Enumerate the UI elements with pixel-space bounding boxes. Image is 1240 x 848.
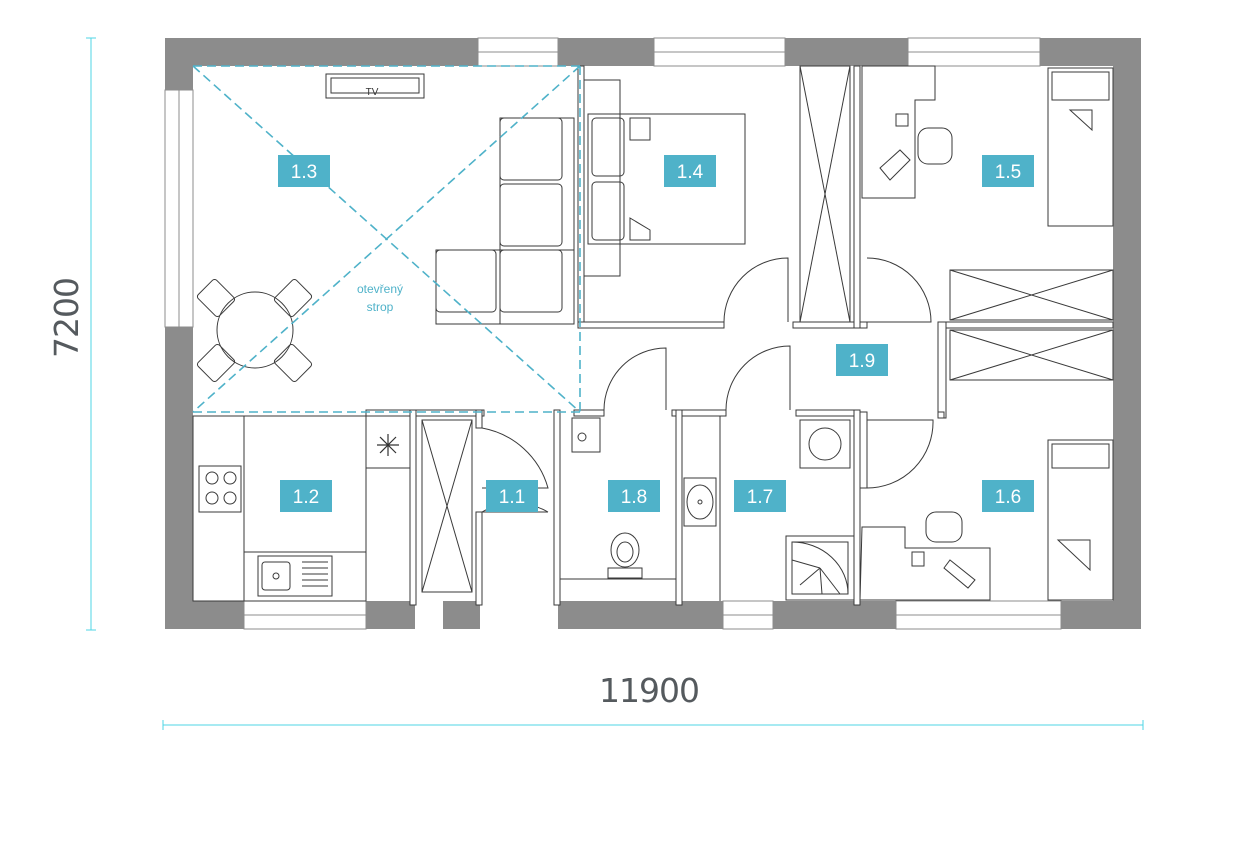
wardrobe-icon: [949, 269, 1114, 381]
svg-text:1.8: 1.8: [621, 487, 647, 508]
height-dimension: [86, 37, 96, 631]
bed-icon: [583, 79, 746, 277]
svg-text:1.5: 1.5: [995, 162, 1021, 183]
open-ceiling-note-line2: strop: [367, 300, 394, 314]
dining-table-icon: [196, 278, 313, 383]
bed-icon: [1047, 439, 1114, 601]
cooktop-icon: [198, 465, 242, 513]
snowflake-icon: [377, 434, 399, 456]
spiral-stair-icon: [785, 535, 855, 601]
windows: [164, 37, 1062, 630]
open-ceiling-note-line1: otevřený: [357, 282, 403, 296]
room-label-1-1: 1.1: [486, 480, 538, 512]
width-dimension-label: 11900: [599, 671, 699, 710]
room-label-1-7: 1.7: [734, 480, 786, 512]
room-label-1-2: 1.2: [280, 480, 332, 512]
outer-walls: [165, 38, 1141, 629]
kitchen-counter: [192, 415, 411, 602]
washing-machine-icon: [799, 419, 851, 469]
tv-label: TV: [366, 87, 379, 98]
svg-text:1.2: 1.2: [293, 487, 319, 508]
sofa-icon: [435, 117, 575, 325]
width-dimension: [162, 720, 1144, 730]
svg-text:1.1: 1.1: [499, 487, 525, 508]
inner-walls: [365, 65, 1114, 606]
wardrobe-icon: [421, 419, 473, 593]
washbasin-icon: [571, 417, 601, 453]
sink-icon: [257, 555, 333, 597]
room-label-1-8: 1.8: [608, 480, 660, 512]
svg-text:1.9: 1.9: [849, 351, 875, 372]
room-label-1-9: 1.9: [836, 344, 888, 376]
height-dimension-label: 7200: [47, 278, 86, 358]
desk-chair-icon: [859, 511, 991, 601]
svg-text:1.3: 1.3: [291, 162, 317, 183]
room-label-1-6: 1.6: [982, 480, 1034, 512]
svg-text:1.7: 1.7: [747, 487, 773, 508]
open-ceiling-outline: [192, 65, 581, 413]
washbasin-icon: [683, 477, 717, 527]
room-label-1-4: 1.4: [664, 155, 716, 187]
tv-unit: TV: [325, 73, 425, 99]
desk-chair-icon: [861, 65, 953, 199]
svg-text:1.4: 1.4: [677, 162, 704, 183]
bed-icon: [1047, 67, 1114, 227]
room-label-1-5: 1.5: [982, 155, 1034, 187]
room-label-1-3: 1.3: [278, 155, 330, 187]
toilet-icon: [607, 532, 643, 579]
svg-text:1.6: 1.6: [995, 487, 1021, 508]
wardrobe-icon: [799, 65, 851, 323]
